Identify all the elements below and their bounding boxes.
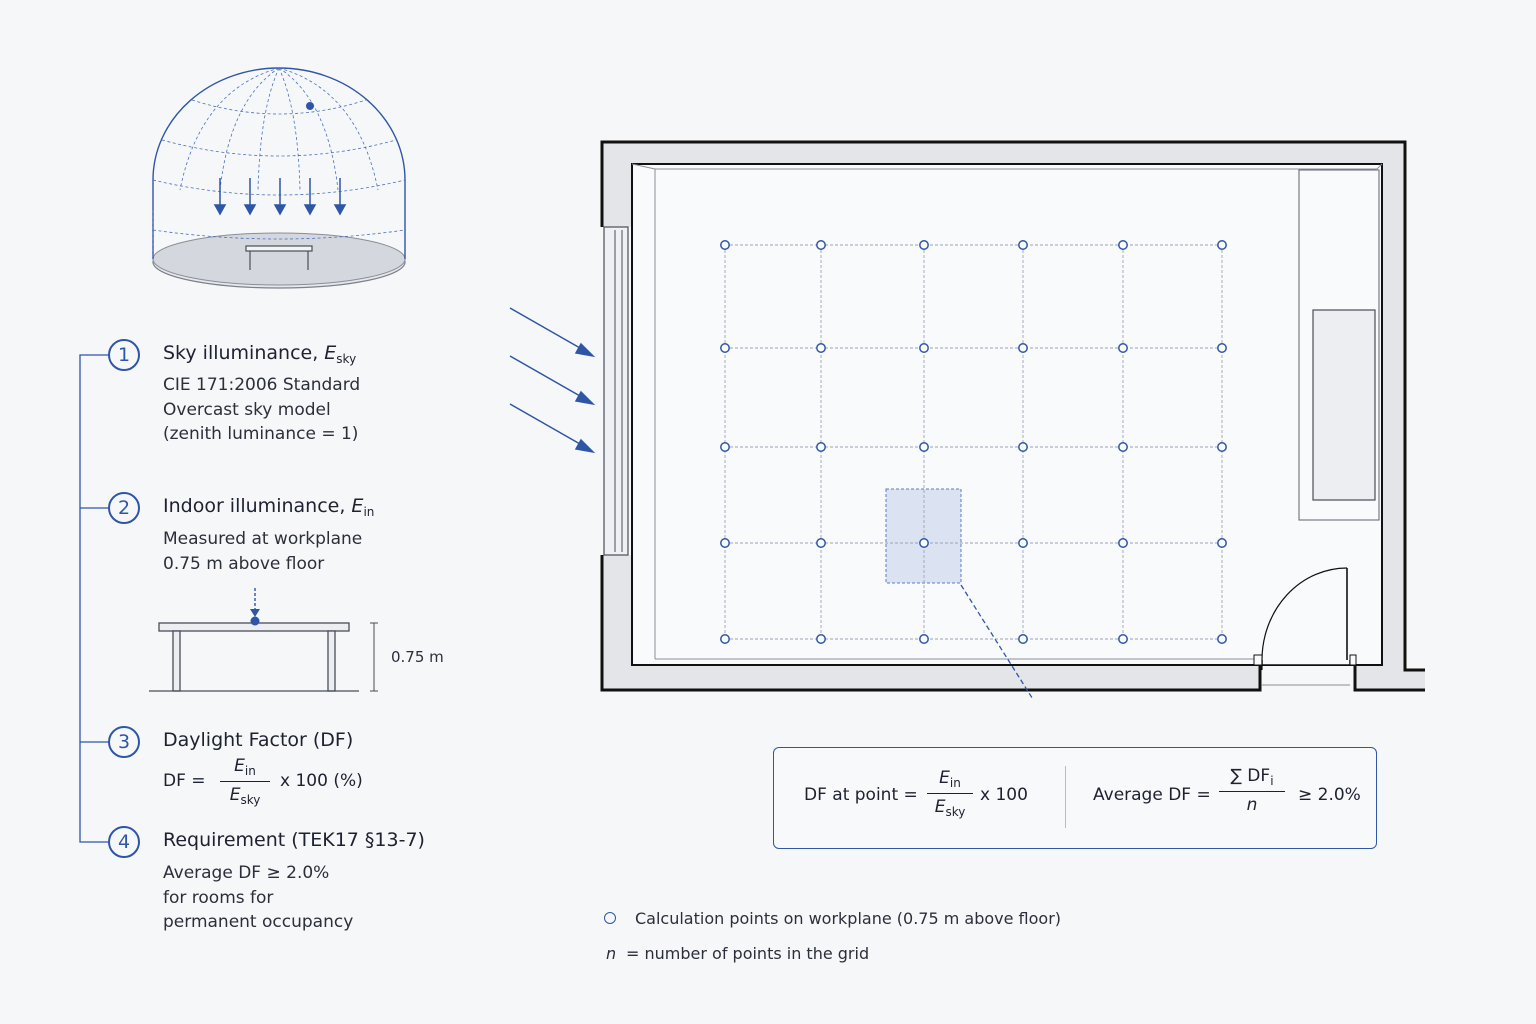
df-average-label: Average DF = bbox=[1093, 785, 1211, 805]
step-3-formula-fraction: Ein Esky bbox=[220, 756, 270, 807]
calculation-point bbox=[720, 634, 730, 644]
calculation-point bbox=[1217, 343, 1227, 353]
steps-timeline-bracket bbox=[79, 354, 109, 843]
calculation-point bbox=[919, 538, 929, 548]
calculation-point bbox=[1217, 442, 1227, 452]
df-average-denominator: n bbox=[1246, 795, 1258, 815]
calculation-point bbox=[1018, 343, 1028, 353]
calculation-point bbox=[1217, 634, 1227, 644]
daylight-arrows bbox=[509, 307, 596, 454]
step-1-title: Sky illuminance, Esky bbox=[163, 342, 356, 366]
calculation-point bbox=[816, 343, 826, 353]
calculation-point bbox=[816, 634, 826, 644]
calculation-point bbox=[1018, 538, 1028, 548]
step-3-denominator: E bbox=[229, 785, 241, 805]
calculation-point bbox=[1118, 240, 1128, 250]
step-1-title-text: Sky illuminance, bbox=[163, 342, 325, 364]
df-point-rhs: x 100 bbox=[980, 785, 1028, 805]
step-3-numerator-sub: in bbox=[244, 764, 256, 778]
df-point-denominator-sub: sky bbox=[945, 805, 966, 819]
df-average-rhs: ≥ 2.0% bbox=[1298, 785, 1361, 805]
legend-points-text: Calculation points on workplane (0.75 m … bbox=[635, 909, 1062, 928]
step-4-line-3: permanent occupancy bbox=[163, 912, 354, 932]
room-floor-plan bbox=[600, 140, 1425, 700]
df-average-numerator-sub: i bbox=[1270, 774, 1274, 788]
step-4-title: Requirement (TEK17 §13-7) bbox=[163, 829, 425, 851]
step-3-number: 3 bbox=[108, 726, 140, 758]
workplane-table-illustration bbox=[149, 588, 378, 692]
step-4-line-1: Average DF ≥ 2.0% bbox=[163, 863, 330, 883]
table-height-label: 0.75 m bbox=[391, 648, 444, 666]
calculation-point bbox=[1018, 634, 1028, 644]
step-1-line-2: Overcast sky model bbox=[163, 399, 331, 420]
step-4-description: Average DF ≥ 2.0% for rooms for permanen… bbox=[163, 861, 353, 935]
calculation-point bbox=[816, 240, 826, 250]
df-average-fraction: ∑ DFi n bbox=[1219, 766, 1285, 815]
sky-dome-illustration bbox=[152, 67, 406, 289]
df-average-numerator: ∑ DF bbox=[1230, 766, 1271, 786]
step-2-description: Measured at workplane 0.75 m above floor bbox=[163, 527, 362, 576]
step-2-line-1: Measured at workplane bbox=[163, 529, 363, 549]
calculation-point bbox=[816, 538, 826, 548]
df-point-numerator: E bbox=[939, 768, 950, 788]
formula-box: DF at point = Ein Esky x 100 Average DF … bbox=[773, 747, 1377, 849]
df-point-numerator-sub: in bbox=[949, 776, 961, 790]
step-2-subscript: in bbox=[363, 505, 375, 519]
df-point-denominator: E bbox=[934, 797, 946, 817]
step-2-line-2: 0.75 m above floor bbox=[163, 553, 325, 574]
step-1-description: CIE 171:2006 Standard Overcast sky model… bbox=[163, 373, 360, 447]
calculation-point bbox=[1018, 240, 1028, 250]
calculation-grid bbox=[720, 240, 1227, 644]
calculation-point bbox=[1217, 240, 1227, 250]
step-4-number: 4 bbox=[108, 826, 140, 858]
calculation-point bbox=[1118, 538, 1128, 548]
calculation-point bbox=[720, 240, 730, 250]
step-1-subscript: sky bbox=[336, 352, 357, 366]
step-4-line-2: for rooms for bbox=[163, 887, 274, 908]
calculation-point bbox=[720, 343, 730, 353]
step-3-numerator: E bbox=[234, 756, 245, 776]
step-3-formula-lhs: DF = bbox=[163, 771, 206, 791]
calculation-point bbox=[919, 343, 929, 353]
step-2-title-text: Indoor illuminance, bbox=[163, 495, 352, 517]
legend-point-marker-icon bbox=[604, 912, 616, 924]
legend-n-text: = number of points in the grid bbox=[626, 944, 870, 963]
step-2-title: Indoor illuminance, Ein bbox=[163, 495, 374, 519]
calculation-point bbox=[816, 442, 826, 452]
step-3-formula-rhs: x 100 (%) bbox=[280, 771, 363, 791]
formula-divider bbox=[1065, 766, 1066, 828]
calculation-point bbox=[919, 634, 929, 644]
step-1-symbol: E bbox=[324, 342, 337, 364]
calculation-point bbox=[1217, 538, 1227, 548]
calculation-point bbox=[1118, 442, 1128, 452]
calculation-point bbox=[1118, 634, 1128, 644]
calculation-point bbox=[720, 442, 730, 452]
step-3-denominator-sub: sky bbox=[240, 793, 261, 807]
df-point-label: DF at point = bbox=[804, 785, 918, 805]
calculation-point bbox=[919, 240, 929, 250]
calculation-point bbox=[1118, 343, 1128, 353]
step-3-title: Daylight Factor (DF) bbox=[163, 729, 354, 751]
legend-n-symbol: n bbox=[606, 944, 617, 963]
step-2-number: 2 bbox=[108, 492, 140, 524]
calculation-point bbox=[1018, 442, 1028, 452]
calculation-point bbox=[720, 538, 730, 548]
calculation-point bbox=[919, 442, 929, 452]
df-point-fraction: Ein Esky bbox=[927, 768, 973, 819]
step-2-symbol: E bbox=[351, 495, 364, 517]
step-1-number: 1 bbox=[108, 339, 140, 371]
highlighted-grid-cell bbox=[885, 488, 962, 584]
step-1-line-3: (zenith luminance = 1) bbox=[163, 424, 359, 444]
room-walls bbox=[600, 140, 1425, 692]
step-1-line-1: CIE 171:2006 Standard bbox=[163, 375, 361, 395]
